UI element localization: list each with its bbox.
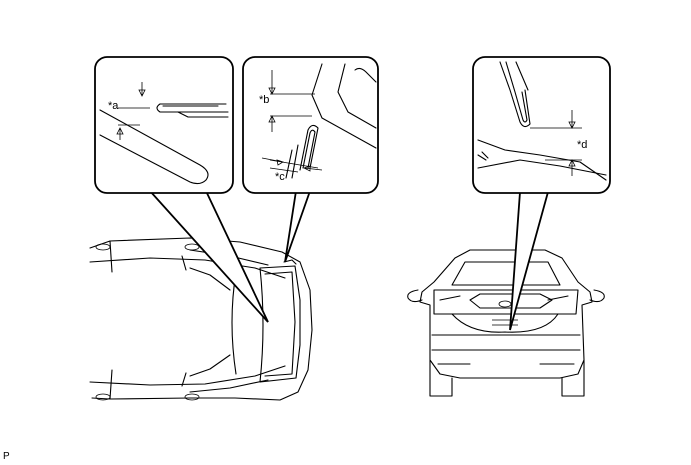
callout-panel-a — [94, 56, 234, 194]
label-d: *d — [577, 139, 587, 151]
label-b: *b — [259, 94, 269, 106]
callout-panel-d — [472, 56, 611, 194]
callout-pointer-right — [509, 191, 549, 331]
label-a: *a — [108, 100, 119, 112]
car-top-view — [89, 237, 313, 401]
callout-panel-bc — [242, 56, 379, 194]
label-c: *c — [275, 171, 285, 183]
car-rear-view — [407, 249, 605, 397]
callout-pointers-left — [149, 190, 311, 323]
corner-mark: P — [3, 451, 10, 462]
